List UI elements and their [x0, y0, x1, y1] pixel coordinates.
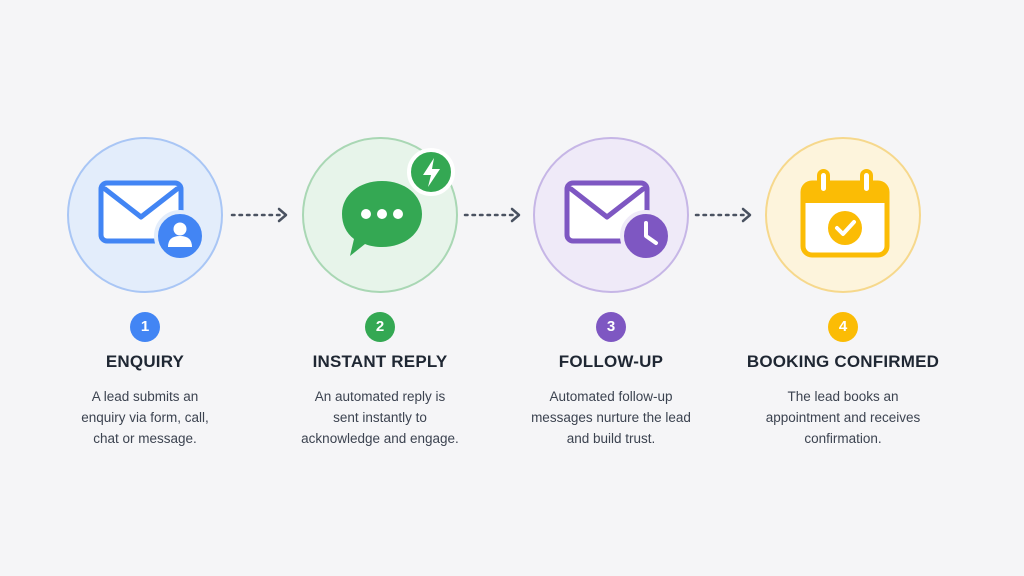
step-description-line: chat or message.: [93, 431, 197, 446]
step-booking-confirmed: 4 BOOKING CONFIRMED The lead books an ap…: [733, 0, 953, 576]
follow-up-icon-circle: [533, 137, 689, 293]
envelope-with-user-icon: [98, 180, 206, 262]
step-description-line: The lead books an: [787, 389, 899, 404]
step-description-line: confirmation.: [804, 431, 882, 446]
step-description-line: appointment and receives: [765, 410, 921, 425]
step-title: FOLLOW-UP: [558, 352, 664, 371]
step-description-line: An automated reply is: [314, 389, 446, 404]
step-description-line: sent instantly to: [333, 410, 427, 425]
step-number-badge: 1: [130, 312, 160, 342]
dotted-arrow-icon: [694, 207, 752, 223]
booking-confirmed-icon-circle: [765, 137, 921, 293]
step-title: ENQUIRY: [105, 352, 185, 371]
step-title: BOOKING CONFIRMED: [746, 352, 940, 371]
step-description-line: and build trust.: [566, 431, 656, 446]
calendar-check-icon: [800, 169, 890, 258]
step-description-line: acknowledge and engage.: [301, 431, 459, 446]
step-enquiry: 1 ENQUIRY A lead submits an enquiry via …: [35, 0, 255, 576]
step-description: A lead submits an enquiry via form, call…: [35, 386, 255, 449]
step-description-line: messages nurture the lead: [531, 410, 691, 425]
step-follow-up: 3 FOLLOW-UP Automated follow-up messages…: [501, 0, 721, 576]
step-description-line: Automated follow-up: [549, 389, 673, 404]
step-description-line: enquiry via form, call,: [81, 410, 209, 425]
dotted-arrow-icon: [230, 207, 288, 223]
chat-bubble-with-lightning-icon: [342, 148, 455, 256]
enquiry-icon-circle: [67, 137, 223, 293]
envelope-with-clock-icon: [564, 180, 672, 262]
step-number-badge: 2: [365, 312, 395, 342]
instant-reply-icon-circle: [302, 137, 458, 293]
step-description: Automated follow-up messages nurture the…: [501, 386, 721, 449]
step-number-badge: 3: [596, 312, 626, 342]
step-description: An automated reply is sent instantly to …: [270, 386, 490, 449]
step-description: The lead books an appointment and receiv…: [733, 386, 953, 449]
step-instant-reply: 2 INSTANT REPLY An automated reply is se…: [270, 0, 490, 576]
step-description-line: A lead submits an: [91, 389, 199, 404]
step-title: INSTANT REPLY: [312, 352, 448, 371]
step-number-badge: 4: [828, 312, 858, 342]
dotted-arrow-icon: [463, 207, 521, 223]
